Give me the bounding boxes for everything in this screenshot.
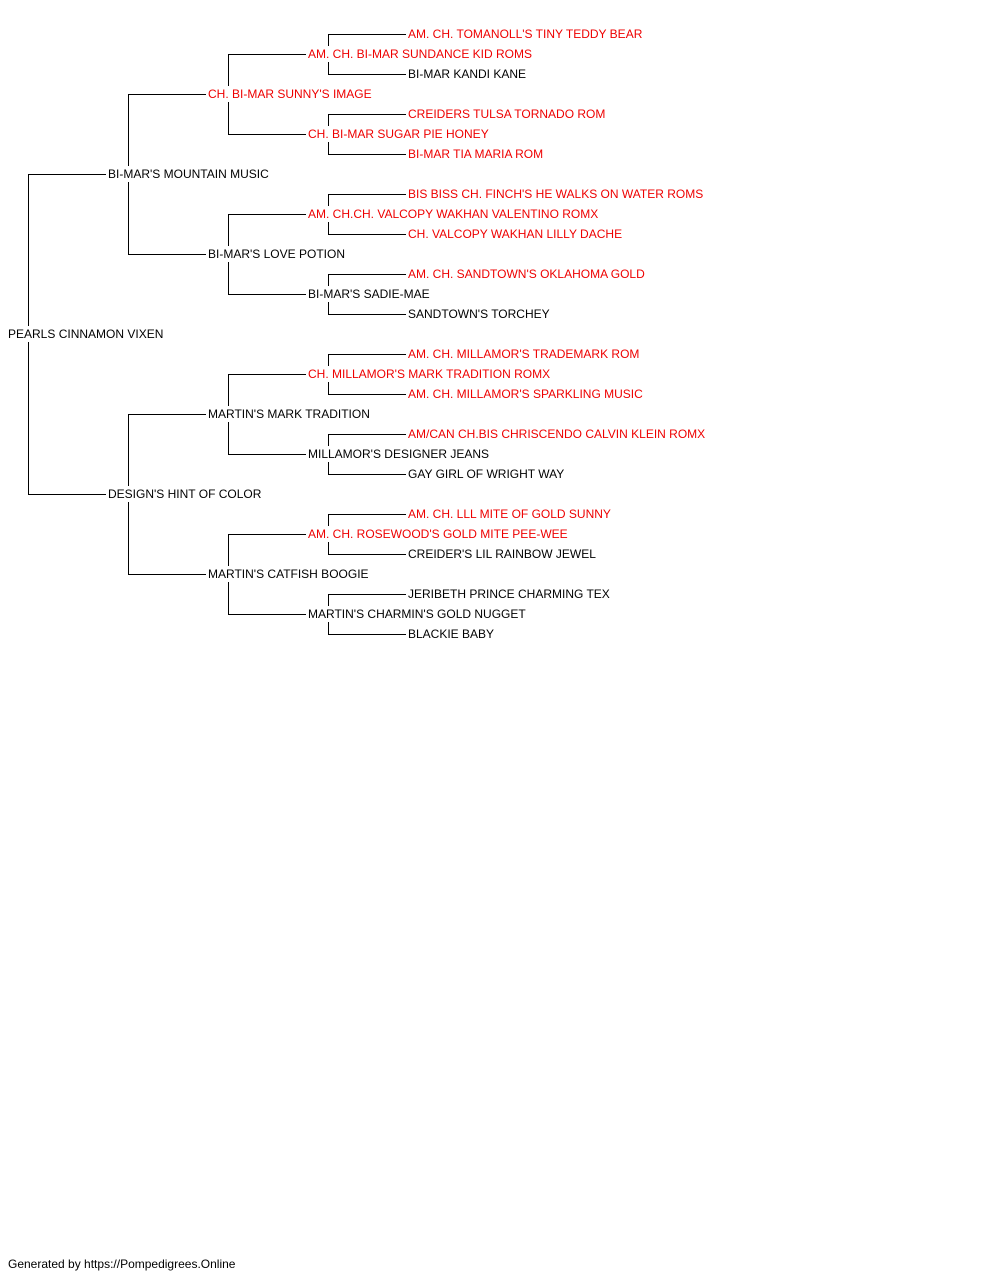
great-great-grandparent-dam-name: BI-MAR KANDI KANE xyxy=(408,67,527,81)
great-great-grandparent-dam-name: BI-MAR TIA MARIA ROM xyxy=(408,147,544,161)
great-great-grandparent-sire-name: BIS BISS CH. FINCH'S HE WALKS ON WATER R… xyxy=(408,187,704,201)
subject-dog-name: PEARLS CINNAMON VIXEN xyxy=(8,327,164,341)
parent-dam-name: DESIGN'S HINT OF COLOR xyxy=(108,487,262,501)
great-great-grandparent-dam-name: BLACKIE BABY xyxy=(408,627,495,641)
generator-credit: Generated by https://Pompedigrees.Online xyxy=(8,1257,236,1271)
parent-sire-name: BI-MAR'S MOUNTAIN MUSIC xyxy=(108,167,269,181)
great-grandparent-sire-name: AM. CH.CH. VALCOPY WAKHAN VALENTINO ROMX xyxy=(308,207,599,221)
great-grandparent-sire-name: AM. CH. ROSEWOOD'S GOLD MITE PEE-WEE xyxy=(308,527,568,541)
grandparent-sire-name: CH. BI-MAR SUNNY'S IMAGE xyxy=(208,87,372,101)
grandparent-dam-name: MARTIN'S CATFISH BOOGIE xyxy=(208,567,369,581)
great-great-grandparent-sire-name: AM. CH. TOMANOLL'S TINY TEDDY BEAR xyxy=(408,27,643,41)
great-great-grandparent-sire-name: AM/CAN CH.BIS CHRISCENDO CALVIN KLEIN RO… xyxy=(408,427,706,441)
great-grandparent-dam-name: CH. BI-MAR SUGAR PIE HONEY xyxy=(308,127,489,141)
great-great-grandparent-dam-name: CREIDER'S LIL RAINBOW JEWEL xyxy=(408,547,596,561)
great-grandparent-dam-name: BI-MAR'S SADIE-MAE xyxy=(308,287,430,301)
great-great-grandparent-sire-name: CREIDERS TULSA TORNADO ROM xyxy=(408,107,606,121)
great-great-grandparent-dam-name: SANDTOWN'S TORCHEY xyxy=(408,307,550,321)
great-great-grandparent-dam-name: AM. CH. MILLAMOR'S SPARKLING MUSIC xyxy=(408,387,643,401)
great-great-grandparent-dam-name: GAY GIRL OF WRIGHT WAY xyxy=(408,467,565,481)
great-great-grandparent-dam-name: CH. VALCOPY WAKHAN LILLY DACHE xyxy=(408,227,623,241)
great-grandparent-sire-name: CH. MILLAMOR'S MARK TRADITION ROMX xyxy=(308,367,551,381)
great-great-grandparent-sire-name: AM. CH. MILLAMOR'S TRADEMARK ROM xyxy=(408,347,640,361)
grandparent-dam-name: BI-MAR'S LOVE POTION xyxy=(208,247,345,261)
grandparent-sire-name: MARTIN'S MARK TRADITION xyxy=(208,407,370,421)
great-grandparent-dam-name: MILLAMOR'S DESIGNER JEANS xyxy=(308,447,489,461)
great-great-grandparent-sire-name: JERIBETH PRINCE CHARMING TEX xyxy=(408,587,610,601)
great-grandparent-sire-name: AM. CH. BI-MAR SUNDANCE KID ROMS xyxy=(308,47,533,61)
great-grandparent-dam-name: MARTIN'S CHARMIN'S GOLD NUGGET xyxy=(308,607,526,621)
great-great-grandparent-sire-name: AM. CH. LLL MITE OF GOLD SUNNY xyxy=(408,507,611,521)
great-great-grandparent-sire-name: AM. CH. SANDTOWN'S OKLAHOMA GOLD xyxy=(408,267,645,281)
